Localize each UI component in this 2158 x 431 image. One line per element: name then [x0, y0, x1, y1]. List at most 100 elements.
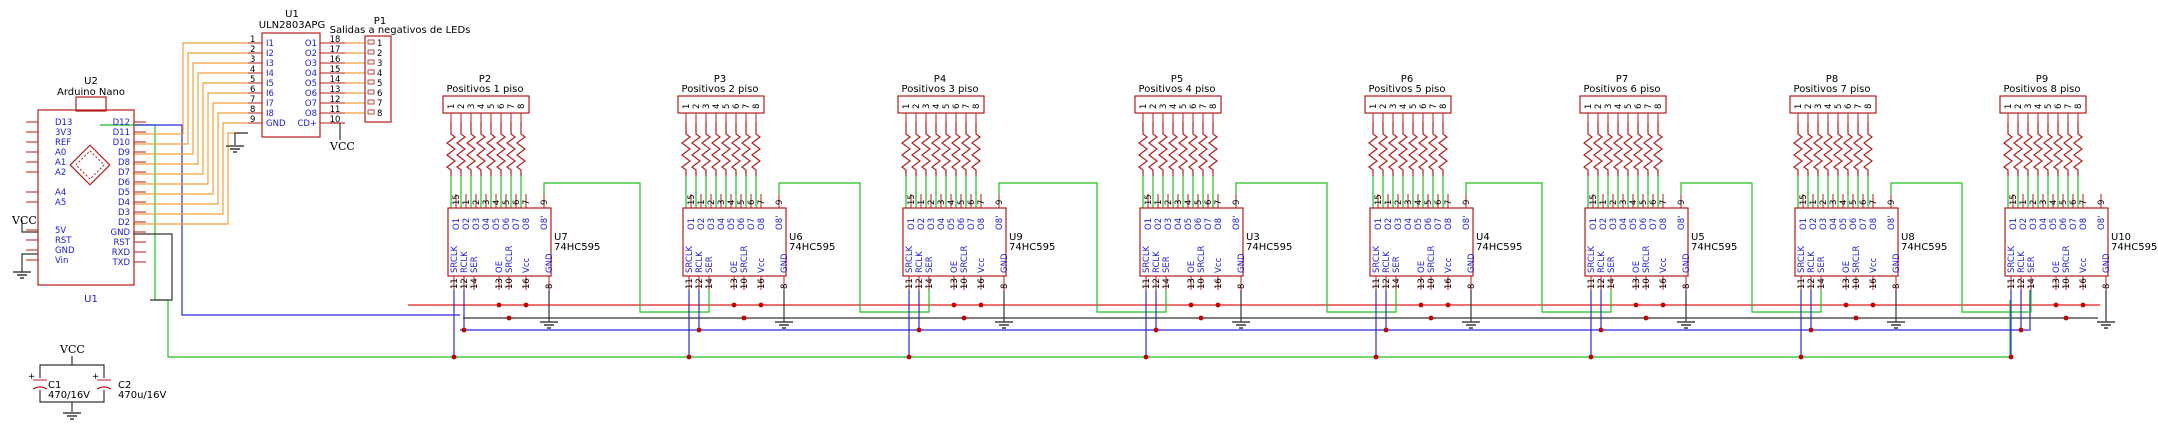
resistor: [1803, 122, 1813, 176]
connector-ref: P6: [1401, 74, 1413, 85]
ic-ref: U8: [1901, 232, 1915, 243]
ic-pin-number: 14: [705, 278, 715, 289]
resistor: [2013, 122, 2023, 176]
resistor: [1158, 122, 1168, 176]
ic-pin-number: 3: [1829, 200, 1839, 205]
green-bottom-wire: [100, 124, 2011, 358]
arduino-pin-label: RST: [114, 238, 131, 248]
ic-pin-number: 1: [1599, 200, 1609, 205]
ic-pin-number: 4: [947, 200, 957, 205]
ic-pin-number: 10: [1427, 278, 1437, 289]
connector-pin-number: 4: [932, 104, 942, 109]
c2-value: 470u/16V: [118, 390, 167, 401]
ic-pin-name: OE: [495, 261, 505, 273]
resistor: [941, 122, 951, 176]
arduino-gnd-wire: [133, 233, 173, 301]
ic-pin-name: OE: [1187, 261, 1197, 273]
junction-dot: [496, 302, 502, 308]
ic-value: 74HC595: [1246, 242, 1292, 253]
ground-symbol-icon: [995, 321, 1013, 329]
ic-pin-name: O8: [522, 218, 532, 230]
ic-pin-name: O8': [1232, 216, 1242, 230]
connector-value: Positivos 1 piso: [447, 84, 524, 95]
resistor: [901, 122, 911, 176]
resistor: [1168, 122, 1178, 176]
uln-pin-name: O4: [305, 69, 317, 79]
arduino-pin-label: A1: [55, 158, 66, 168]
uln-pin-name: I8: [266, 109, 274, 119]
ic-pin-name: Vcc: [977, 258, 987, 273]
ic-pin-number: 12: [915, 278, 925, 289]
ic-ref: U4: [1476, 232, 1490, 243]
connector-pin-number: 2: [1379, 104, 1389, 109]
connector-body: [1579, 95, 1667, 114]
ic-pin-number: 2: [1819, 200, 1829, 205]
ic-pin-name: O6: [1424, 218, 1434, 230]
ic-pin-number: 4: [2049, 200, 2059, 205]
ic-value: 74HC595: [1009, 242, 1055, 253]
uln-pin-name: O8: [305, 109, 317, 119]
arduino-pin-label: RST: [55, 236, 72, 246]
resistor: [1208, 122, 1218, 176]
ic-pin-name: Vcc: [1444, 258, 1454, 273]
ic-pin-number: 7: [1869, 200, 1879, 205]
ground-symbol-icon: [226, 145, 244, 153]
ic-pin-name: Vcc: [1869, 258, 1879, 273]
connector-pin-number: 8: [2074, 104, 2084, 109]
ic-pin-number: 5: [1424, 200, 1434, 205]
ic-pin-number: 2: [927, 200, 937, 205]
arduino-pin-label: D12: [113, 118, 130, 128]
ic-pin-name: O7: [967, 218, 977, 230]
ic-pin-name: O5: [727, 218, 737, 230]
ic-pin-name: SRCLK: [685, 245, 695, 273]
junction-dot: [1215, 302, 1221, 308]
ic-pin-number: 7: [977, 200, 987, 205]
connector-pin-number: 1: [1369, 104, 1379, 109]
p1-pin-number: 4: [377, 69, 382, 79]
uln-pin-number: 15: [330, 65, 341, 75]
connector-pin-number: 6: [1844, 104, 1854, 109]
uln-cd-wire: [330, 122, 341, 140]
ic-pin-name: GND: [780, 253, 790, 273]
resistor: [1583, 122, 1593, 176]
junction-dot: [2080, 302, 2086, 308]
ic-pin-name: O4: [482, 218, 492, 230]
junction-dot: [2018, 327, 2024, 333]
ic-pin-number: 8: [1892, 284, 1902, 289]
ic-pin-number: 3: [1174, 200, 1184, 205]
ic-pin-name: O3: [927, 218, 937, 230]
ic-pin-name: O6: [1194, 218, 1204, 230]
ic-pin-number: 1: [2019, 200, 2029, 205]
ic-pin-number: 2: [1609, 200, 1619, 205]
ic-pin-number: 5: [1849, 200, 1859, 205]
ic-pin-number: 1: [697, 200, 707, 205]
ic-value: 74HC595: [789, 242, 835, 253]
ic-pin-name: GND: [1237, 253, 1247, 273]
ic-pin-number: 15: [1144, 194, 1154, 205]
connector-pin-number: 8: [1864, 104, 1874, 109]
connector-pin-number: 7: [1199, 104, 1209, 109]
ic-pin-number: 12: [1807, 278, 1817, 289]
arduino-pin-label: Vin: [55, 256, 68, 266]
ic-pin-name: O3: [1164, 218, 1174, 230]
ic-pin-number: 9: [2097, 200, 2107, 205]
junction-dot: [916, 327, 922, 333]
uln-gnd-wire: [234, 132, 248, 145]
ic-pin-name: O8: [977, 218, 987, 230]
ic-pin-number: 14: [925, 278, 935, 289]
connector-pin-number: 4: [1169, 104, 1179, 109]
connector-pin-number: 2: [1804, 104, 1814, 109]
ic-pin-number: 6: [967, 200, 977, 205]
connector-pin-number: 4: [1399, 104, 1409, 109]
connector-value: Positivos 8 piso: [2004, 84, 2081, 95]
ic-pin-number: 6: [1649, 200, 1659, 205]
ic-pin-number: 4: [492, 200, 502, 205]
arduino-pin-label: D8: [118, 158, 130, 168]
connector-pin-number: 3: [922, 104, 932, 109]
connector-pin-number: 1: [2004, 104, 2014, 109]
c1-polarity: +: [28, 372, 35, 382]
ic-pin-number: 1: [462, 200, 472, 205]
